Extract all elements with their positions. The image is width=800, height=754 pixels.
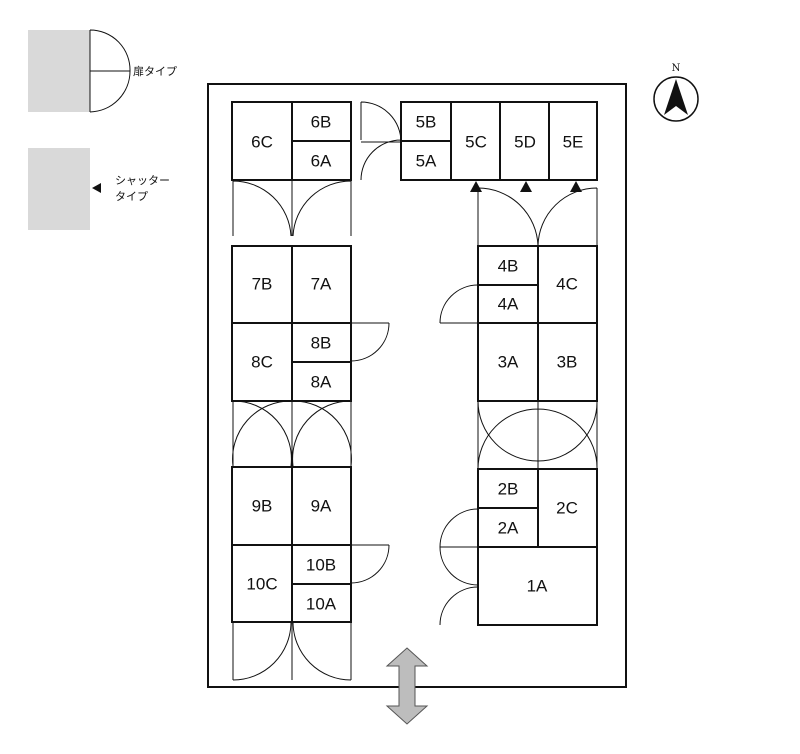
unit-label-2A: 2A	[498, 519, 519, 538]
unit-label-4C: 4C	[556, 275, 578, 294]
door-swing	[477, 187, 598, 247]
shutter-marker-icon	[520, 181, 532, 192]
legend-door-box	[28, 30, 90, 112]
unit-label-5E: 5E	[563, 133, 584, 152]
door-swing	[232, 400, 352, 467]
entrance-arrow-icon	[385, 647, 429, 725]
unit-label-10C: 10C	[246, 575, 277, 594]
unit-label-3B: 3B	[557, 353, 578, 372]
unit-label-10A: 10A	[306, 595, 337, 614]
unit-9A	[291, 466, 352, 546]
unit-label-9A: 9A	[311, 497, 332, 516]
unit-8B	[291, 322, 352, 363]
unit-8C	[231, 322, 293, 402]
shutter-markers	[470, 181, 582, 192]
unit-label-3A: 3A	[498, 353, 519, 372]
door-swing	[477, 400, 598, 470]
unit-label-4B: 4B	[498, 257, 519, 276]
unit-label-8C: 8C	[251, 353, 273, 372]
door-swing	[439, 508, 479, 626]
unit-7B	[231, 245, 293, 324]
unit-label-7B: 7B	[252, 275, 273, 294]
north-arrow-icon	[664, 79, 688, 115]
unit-label-8B: 8B	[311, 334, 332, 353]
unit-5D	[499, 101, 550, 181]
unit-4C	[537, 245, 598, 324]
unit-5A	[400, 140, 452, 181]
unit-label-9B: 9B	[252, 497, 273, 516]
building-outline	[207, 83, 627, 688]
unit-7A	[291, 245, 352, 324]
door-swing	[360, 101, 402, 181]
door-swing	[232, 621, 352, 681]
compass-north-label: N	[672, 63, 681, 74]
unit-label-6C: 6C	[251, 133, 273, 152]
unit-5C	[450, 101, 501, 181]
unit-label-8A: 8A	[311, 373, 332, 392]
unit-label-7A: 7A	[311, 275, 332, 294]
shutter-marker-icon	[470, 181, 482, 192]
legend-door-swing-icon	[89, 29, 131, 113]
unit-5E	[548, 101, 598, 181]
shutter-marker-icon	[92, 183, 101, 193]
unit-label-10B: 10B	[306, 556, 336, 575]
unit-label-5D: 5D	[514, 133, 536, 152]
unit-10A	[291, 583, 352, 623]
compass: N	[653, 63, 699, 122]
unit-label-6A: 6A	[311, 152, 332, 171]
unit-10C	[231, 544, 293, 623]
legend-shutter-label-1: シャッター	[115, 174, 170, 187]
unit-6B	[291, 101, 352, 142]
units: 6C 6B 6A 5B 5A 5C 5D 5E 7B 7A 8C 8B 8A 9…	[231, 101, 598, 626]
unit-label-2B: 2B	[498, 480, 519, 499]
door-swing	[439, 284, 479, 324]
unit-3B	[537, 322, 598, 402]
unit-label-6B: 6B	[311, 113, 332, 132]
unit-1A	[477, 546, 598, 626]
unit-6C	[231, 101, 293, 181]
legend-shutter-box	[28, 148, 90, 230]
unit-label-5B: 5B	[416, 113, 437, 132]
unit-4A	[477, 284, 539, 324]
unit-label-5A: 5A	[416, 152, 437, 171]
legend-shutter-label-2: タイプ	[115, 190, 148, 203]
door-swing	[350, 322, 390, 362]
legend-door-label: 扉タイプ	[133, 65, 177, 78]
door-swings	[232, 101, 598, 681]
legend: 扉タイプ シャッター タイプ	[28, 29, 177, 230]
unit-label-2C: 2C	[556, 499, 578, 518]
unit-label-4A: 4A	[498, 295, 519, 314]
door-swing	[350, 544, 390, 584]
unit-9B	[231, 466, 293, 546]
unit-label-1A: 1A	[527, 577, 548, 596]
unit-label-5C: 5C	[465, 133, 487, 152]
unit-4B	[477, 245, 539, 286]
shutter-marker-icon	[570, 181, 582, 192]
door-swing	[232, 180, 352, 237]
unit-8A	[291, 361, 352, 402]
unit-6A	[291, 140, 352, 181]
